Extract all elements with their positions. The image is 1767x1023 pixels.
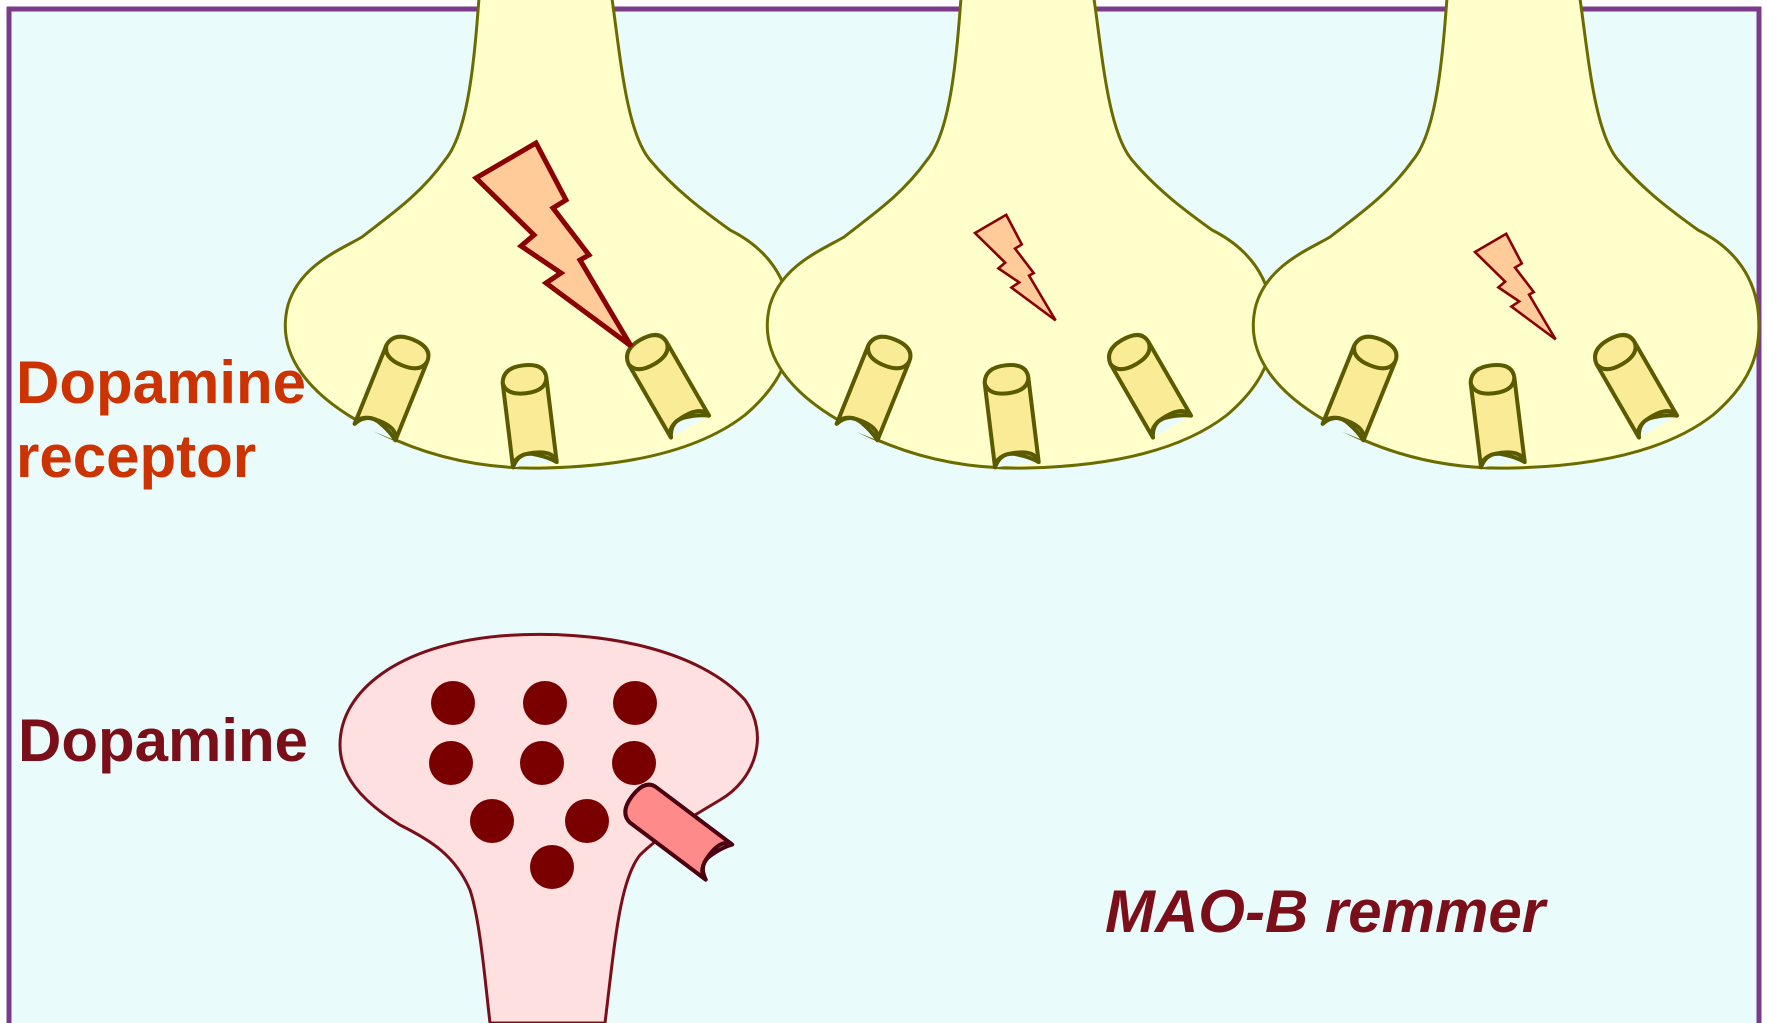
dopamine-vesicle xyxy=(431,681,475,725)
dopamine-vesicle xyxy=(523,681,567,725)
dopamine-receptor-label: Dopamine receptor xyxy=(16,346,346,494)
dopamine-vesicle xyxy=(429,741,473,785)
dopamine-vesicle xyxy=(612,741,656,785)
dopamine-vesicle xyxy=(470,799,514,843)
receptor-3b xyxy=(1469,363,1525,468)
dopamine-vesicle xyxy=(530,845,574,889)
dopamine-label: Dopamine xyxy=(18,704,308,778)
receptor-2b xyxy=(983,363,1039,468)
mao-b-inhibitor-label: MAO-B remmer xyxy=(1105,875,1545,949)
receptor-label-text: Dopamine receptor xyxy=(16,346,346,494)
dopamine-vesicle xyxy=(613,681,657,725)
dopamine-vesicle xyxy=(520,741,564,785)
receptor-1b xyxy=(501,363,557,468)
dopamine-vesicle xyxy=(565,799,609,843)
